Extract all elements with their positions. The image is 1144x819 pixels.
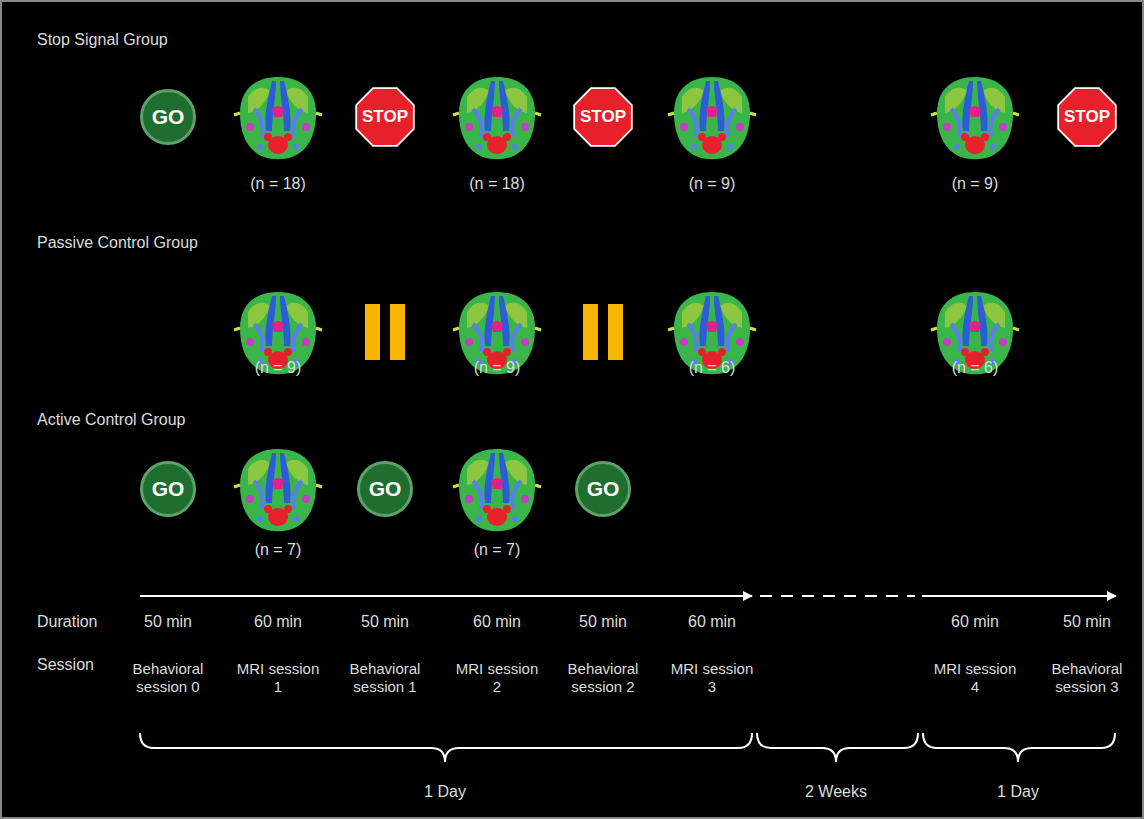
session-name: MRI session 1: [232, 660, 324, 696]
duration: 50 min: [1063, 612, 1111, 631]
node-text: GO: [587, 477, 620, 501]
sample-size: (n = 9): [689, 174, 736, 193]
group-title: Active Control Group: [37, 410, 186, 429]
period-label: 1 Day: [424, 782, 466, 801]
sample-size: (n = 9): [255, 358, 302, 377]
row-header: Duration: [37, 612, 97, 631]
node-text: STOP: [362, 107, 408, 127]
session-name: MRI session 3: [666, 660, 758, 696]
session-name: MRI session 4: [929, 660, 1021, 696]
duration: 60 min: [473, 612, 521, 631]
stop-octagon: STOP: [573, 87, 633, 147]
duration: 50 min: [144, 612, 192, 631]
sample-size: (n = 6): [689, 358, 736, 377]
node-text: GO: [152, 105, 185, 129]
node-text: GO: [152, 477, 185, 501]
sample-size: (n = 7): [474, 540, 521, 559]
group-title: Stop Signal Group: [37, 30, 168, 49]
session-name: Behavioral session 0: [122, 660, 214, 696]
duration: 50 min: [361, 612, 409, 631]
duration: 60 min: [688, 612, 736, 631]
period-label: 1 Day: [997, 782, 1039, 801]
period-label: 2 Weeks: [805, 782, 867, 801]
sample-size: (n = 9): [952, 174, 999, 193]
session-name: MRI session 2: [451, 660, 543, 696]
session-name: Behavioral session 1: [339, 660, 431, 696]
row-header: Session: [37, 655, 94, 674]
session-name: Behavioral session 3: [1041, 660, 1133, 696]
duration: 50 min: [579, 612, 627, 631]
sample-size: (n = 7): [255, 540, 302, 559]
node-text: GO: [369, 477, 402, 501]
stop-octagon: STOP: [355, 87, 415, 147]
group-title: Passive Control Group: [37, 233, 198, 252]
duration: 60 min: [254, 612, 302, 631]
sample-size: (n = 18): [250, 174, 306, 193]
go-circle: GO: [140, 89, 196, 145]
sample-size: (n = 18): [469, 174, 525, 193]
go-circle: GO: [575, 461, 631, 517]
go-circle: GO: [140, 461, 196, 517]
session-name: Behavioral session 2: [557, 660, 649, 696]
stop-octagon: STOP: [1057, 87, 1117, 147]
duration: 60 min: [951, 612, 999, 631]
go-circle: GO: [357, 461, 413, 517]
sample-size: (n = 9): [474, 358, 521, 377]
sample-size: (n = 6): [952, 358, 999, 377]
node-text: STOP: [580, 107, 626, 127]
node-text: STOP: [1064, 107, 1110, 127]
